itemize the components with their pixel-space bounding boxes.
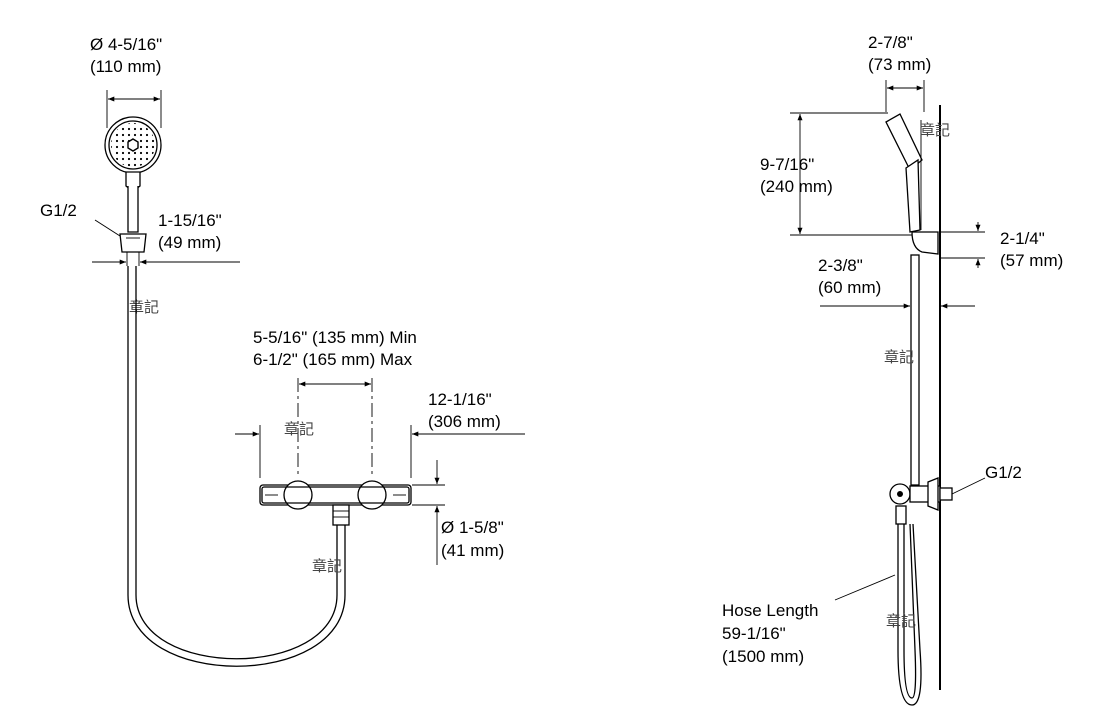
holder-height-label-1: 2-1/4" xyxy=(1000,229,1045,248)
hose-length-label-2: 59-1/16" xyxy=(722,624,786,643)
head-depth-label-1: 2-7/8" xyxy=(868,33,913,52)
valve-handle-right xyxy=(357,480,387,510)
watermark-valve: 章記 xyxy=(284,420,314,438)
body-diameter-label-1: Ø 1-5/8" xyxy=(441,518,504,537)
shower-head-side xyxy=(885,113,923,172)
inlet-leader xyxy=(94,219,121,237)
projection-label-1: 2-3/8" xyxy=(818,256,863,275)
overall-length-label-1: 12-1/16" xyxy=(428,390,492,409)
head-height-label-1: 9-7/16" xyxy=(760,155,814,174)
body-diameter-label-2: (41 mm) xyxy=(441,541,504,560)
shower-handle xyxy=(127,186,139,233)
watermark-hose-front: 章記 xyxy=(312,557,342,575)
centers-range-label-2: 6-1/2" (165 mm) Max xyxy=(253,350,413,369)
watermark-side-top: 章記 xyxy=(920,121,950,139)
valve-view: 5-5/16" (135 mm) Min 6-1/2" (165 mm) Max… xyxy=(235,328,525,575)
head-diameter-label-2: (110 mm) xyxy=(90,57,161,76)
thermostatic-valve-body xyxy=(259,484,412,506)
watermark-side-hose: 章記 xyxy=(886,612,916,630)
side-inlet-leader xyxy=(951,477,986,495)
wall-inlet xyxy=(939,487,953,501)
holder-width-label-2: (49 mm) xyxy=(158,233,221,252)
centers-range-label-1: 5-5/16" (135 mm) Min xyxy=(253,328,417,347)
side-inlet-thread-label: G1/2 xyxy=(985,463,1022,482)
slide-rail xyxy=(910,254,920,486)
watermark-side-mid: 章記 xyxy=(884,348,914,366)
head-height-label-2: (240 mm) xyxy=(760,177,833,196)
watermark-front-top: 章記 xyxy=(129,298,159,316)
connector-center xyxy=(897,491,903,497)
handle-side xyxy=(905,158,921,233)
holder-height-label-2: (57 mm) xyxy=(1000,251,1063,270)
hose-inner xyxy=(135,266,338,660)
hose-length-label-3: (1500 mm) xyxy=(722,647,804,666)
holder-width-label-1: 1-15/16" xyxy=(158,211,222,230)
valve-outlet xyxy=(332,504,350,526)
hose-side-inner xyxy=(903,523,917,699)
head-diameter-label-1: Ø 4-5/16" xyxy=(90,35,162,54)
valve-body-inner xyxy=(261,486,410,504)
hose-length-leader xyxy=(834,574,896,601)
shower-head-center-hex xyxy=(127,138,139,152)
valve-handle-left xyxy=(283,480,313,510)
hand-shower-holder xyxy=(119,233,147,253)
projection-label-2: (60 mm) xyxy=(818,278,881,297)
head-depth-label-2: (73 mm) xyxy=(868,55,931,74)
hose-fitting-side xyxy=(895,505,907,525)
hose-outer xyxy=(127,266,346,667)
overall-length-label-2: (306 mm) xyxy=(428,412,501,431)
hose-length-label-1: Hose Length xyxy=(722,601,818,620)
holder-side xyxy=(911,231,939,255)
front-view: Ø 4-5/16" (110 mm) G1/2 1-15/16" (49 mm)… xyxy=(40,35,346,667)
hose-side-outer xyxy=(897,523,922,706)
side-view: 2-7/8" (73 mm) 9-7/16" (240 mm) 章記 2-1/4… xyxy=(722,33,1063,706)
front-inlet-thread-label: G1/2 xyxy=(40,201,77,220)
wall-flange xyxy=(927,477,939,511)
